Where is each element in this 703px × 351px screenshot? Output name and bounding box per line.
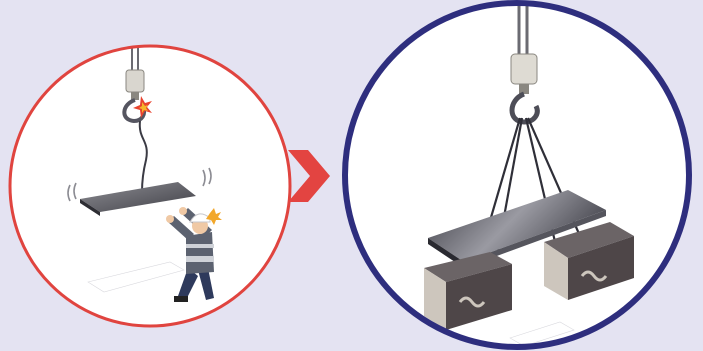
hook-swivel	[131, 92, 139, 100]
hook-swivel	[519, 84, 529, 94]
hook-block	[511, 54, 537, 84]
chevron-right-icon	[288, 150, 330, 202]
after-panel	[345, 0, 689, 347]
before-panel	[10, 0, 290, 326]
hook-block	[126, 70, 144, 92]
